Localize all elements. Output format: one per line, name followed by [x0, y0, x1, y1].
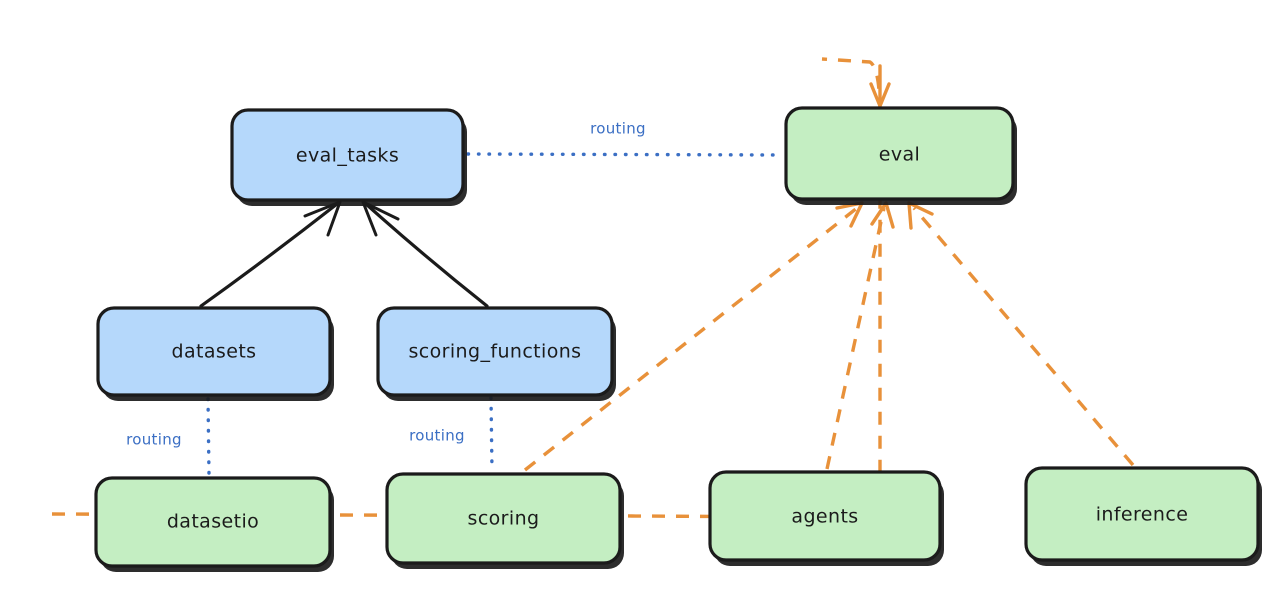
edge-scoring_functions-to-eval_tasks	[361, 200, 489, 308]
edge-eval-to-datasetio	[51, 57, 891, 519]
node-datasets-body	[96, 306, 332, 397]
node-agents[interactable]: agents	[708, 470, 944, 566]
edge-label-routing-scoring_functions-scoring: routing	[409, 427, 465, 445]
node-scoring[interactable]: scoring	[385, 472, 624, 569]
node-agents-body	[708, 470, 942, 562]
edge-eval_tasks-to-eval	[466, 152, 784, 157]
node-eval-label: eval	[879, 144, 920, 166]
node-inference-label: inference	[1096, 504, 1189, 526]
edge-label-routing-datasets-datasetio: routing	[126, 431, 182, 449]
edge-inference-to-eval	[907, 201, 1135, 467]
node-scoring_functions-body	[376, 306, 614, 397]
node-eval_tasks-label: eval_tasks	[296, 145, 399, 167]
node-datasets-label: datasets	[172, 341, 257, 363]
node-inference[interactable]: inference	[1024, 466, 1262, 566]
node-eval-body	[784, 106, 1015, 201]
edge-scoring_functions-to-scoring	[489, 396, 494, 473]
edge-datasets-to-eval_tasks	[199, 200, 342, 308]
node-inference-body	[1024, 466, 1260, 562]
node-eval_tasks-body	[230, 108, 465, 202]
node-scoring_functions-label: scoring_functions	[409, 341, 582, 363]
node-datasetio-body	[94, 476, 332, 568]
node-agents-label: agents	[791, 506, 858, 528]
node-datasets[interactable]: datasets	[96, 306, 334, 401]
node-scoring_functions[interactable]: scoring_functions	[376, 306, 616, 401]
node-datasetio[interactable]: datasetio	[94, 476, 334, 572]
edge-datasets-to-datasetio	[206, 397, 211, 477]
node-datasetio-label: datasetio	[167, 511, 259, 533]
node-scoring-body	[385, 472, 622, 565]
node-eval[interactable]: eval	[784, 106, 1017, 205]
node-scoring-label: scoring	[468, 508, 540, 530]
node-eval_tasks[interactable]: eval_tasks	[230, 108, 467, 206]
edge-label-routing-eval_tasks-eval: routing	[590, 120, 646, 138]
edge-agents-to-eval	[825, 201, 895, 470]
